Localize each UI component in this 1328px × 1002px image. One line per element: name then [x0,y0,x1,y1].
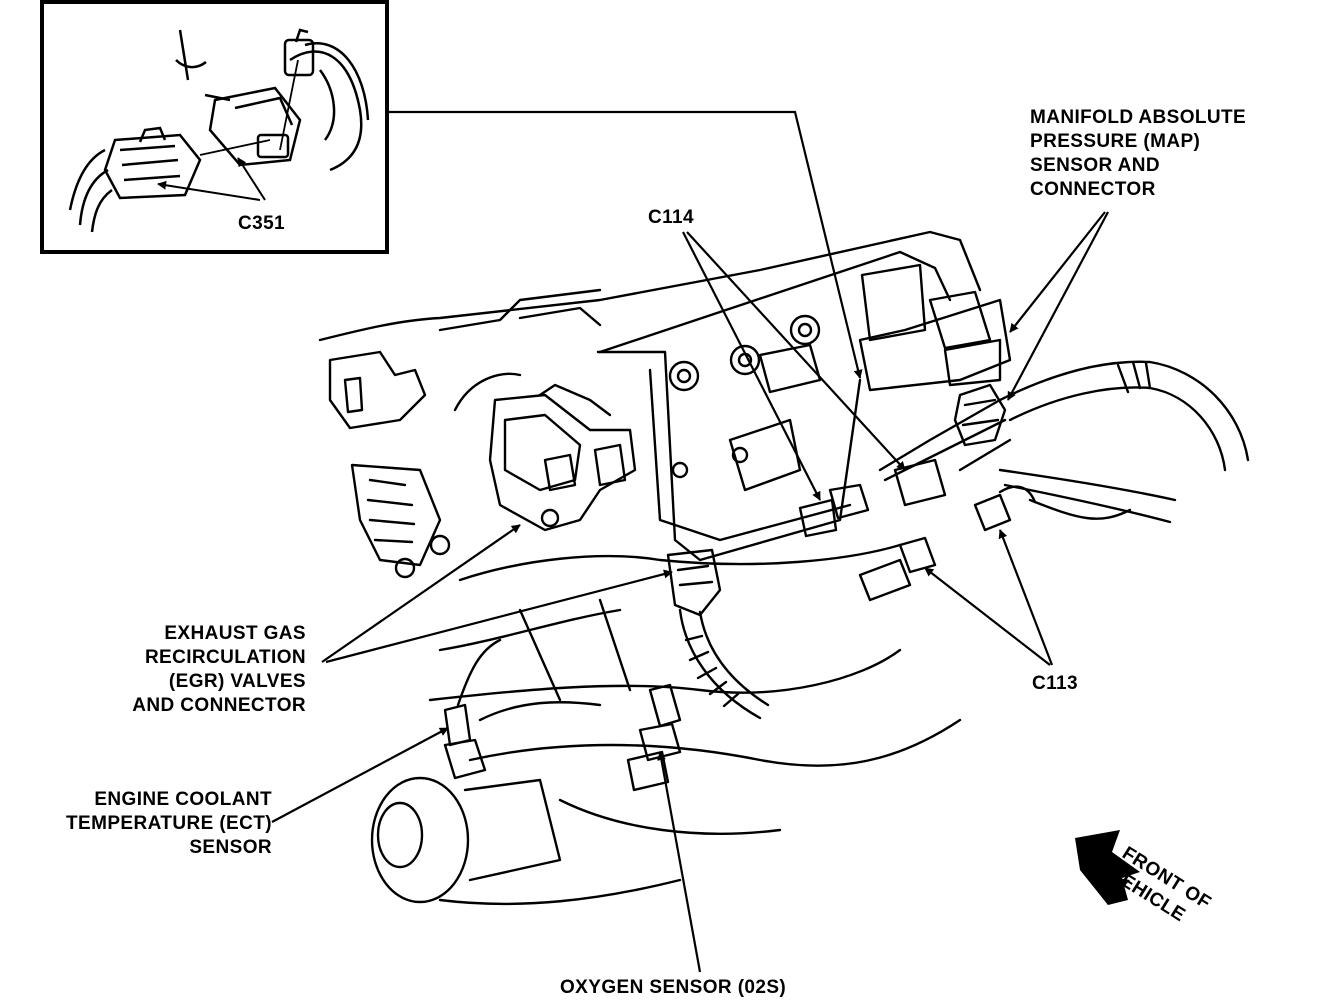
label-c113: C113 [1032,672,1078,696]
leader-arrows [271,211,1109,973]
label-map-sensor: MANIFOLD ABSOLUTE PRESSURE (MAP) SENSOR … [1030,106,1246,202]
label-oxygen-sensor: OXYGEN SENSOR (02S) [560,976,786,1000]
c113-text: C113 [1032,673,1078,694]
inset-frame [40,0,389,254]
map-line-2: PRESSURE (MAP) [1030,131,1201,152]
egr-line-4: AND CONNECTOR [132,695,306,716]
inset-harness [68,28,370,233]
ect-line-3: SENSOR [189,837,272,858]
ect-line-2: TEMPERATURE (ECT) [66,813,272,834]
label-c351: C351 [238,212,285,236]
egr-line-3: (EGR) VALVES [168,671,306,692]
label-c114: C114 [648,206,694,230]
c351-text: C351 [238,213,286,234]
engine-illustration [318,230,1250,906]
label-egr-valves: EXHAUST GAS RECIRCULATION (EGR) VALVES A… [90,622,306,718]
egr-line-2: RECIRCULATION [144,647,306,668]
c114-text: C114 [648,207,694,228]
ect-line-1: ENGINE COOLANT [94,789,272,810]
egr-line-1: EXHAUST GAS [164,623,306,644]
front-arrow-icon [1075,830,1140,905]
o2s-text: OXYGEN SENSOR (02S) [560,977,787,998]
map-line-4: CONNECTOR [1030,179,1156,200]
map-line-1: MANIFOLD ABSOLUTE [1030,107,1247,128]
inset-leader [387,110,863,379]
inset-detail [40,0,389,254]
label-ect-sensor: ENGINE COOLANT TEMPERATURE (ECT) SENSOR [2,788,272,860]
map-line-3: SENSOR AND [1030,155,1160,176]
